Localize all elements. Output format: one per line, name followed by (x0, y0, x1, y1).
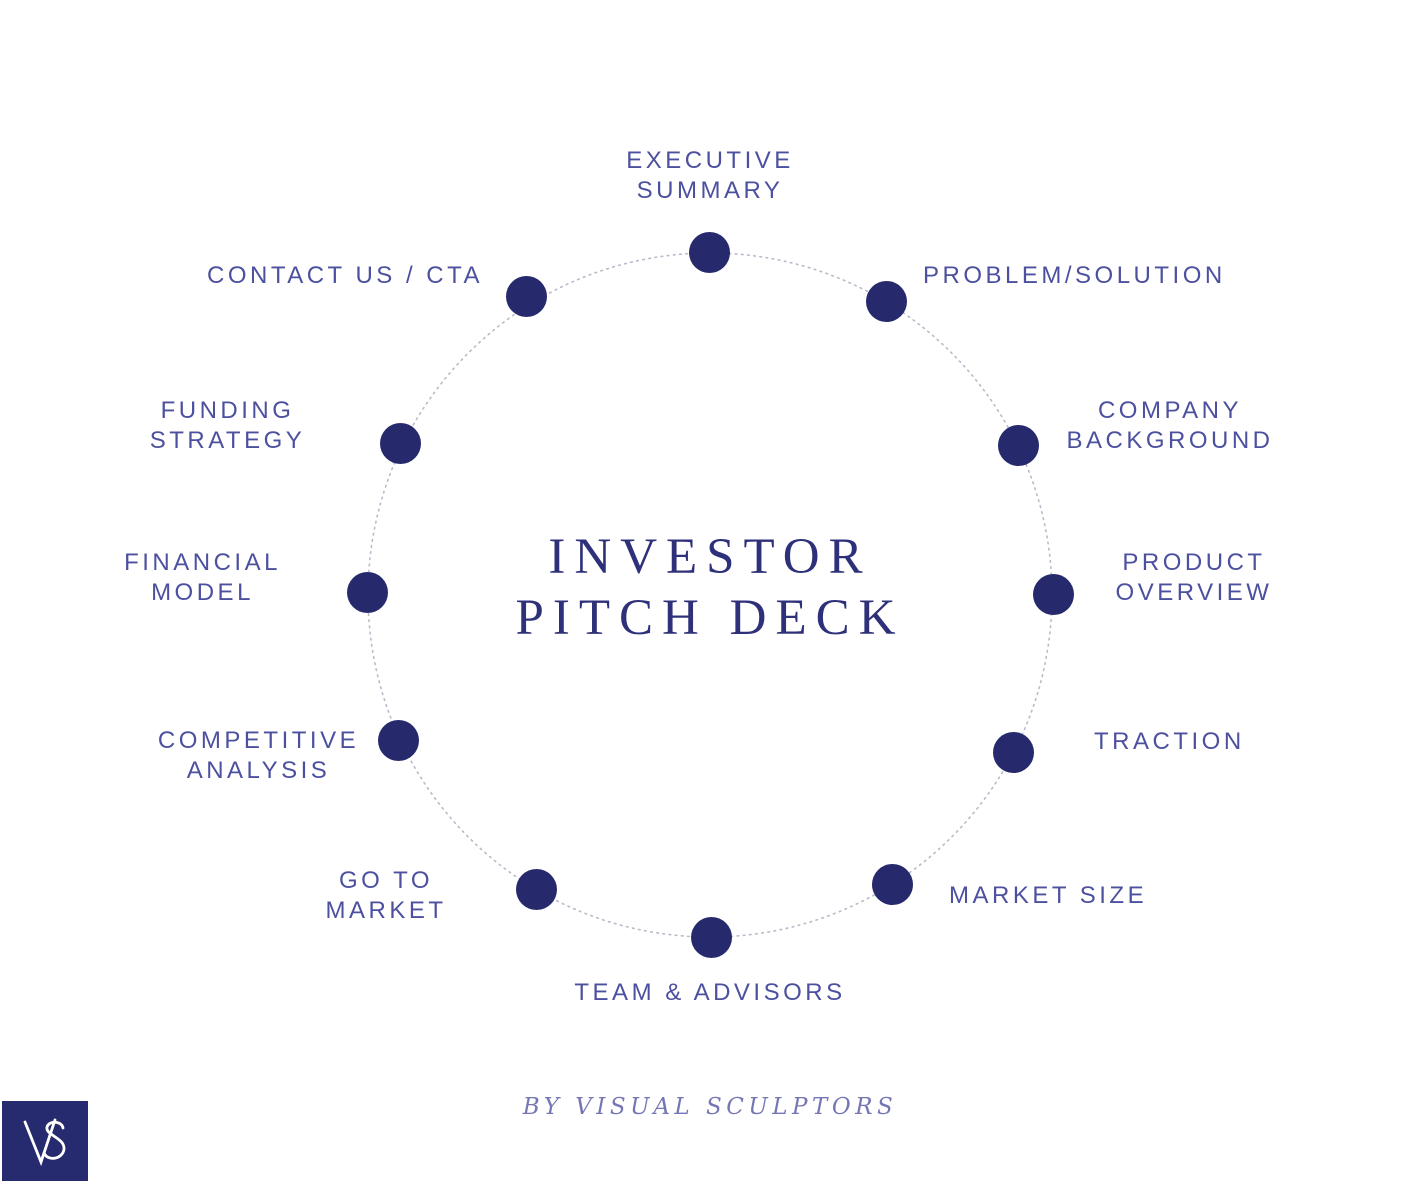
center-title-line1: INVESTOR (548, 529, 872, 585)
brand-logo (2, 1101, 88, 1181)
node-label-funding-strategy: FUNDING STRATEGY (149, 397, 306, 454)
node-dot-product-overview (1033, 574, 1074, 615)
node-dot-financial-model (347, 572, 388, 613)
node-label-company-background: COMPANY BACKGROUND (1066, 397, 1274, 454)
center-title-line2: PITCH DECK (515, 590, 905, 646)
node-dot-team-advisors (691, 917, 732, 958)
node-label-product-overview: PRODUCT OVERVIEW (1115, 549, 1273, 606)
node-label-contact-us-cta: CONTACT US / CTA (207, 262, 484, 289)
node-label-market-size: MARKET SIZE (949, 882, 1148, 909)
node-dot-problem-solution (866, 281, 907, 322)
node-dot-contact-us-cta (506, 276, 547, 317)
node-label-traction: TRACTION (1094, 728, 1245, 755)
node-label-competitive-analysis: COMPETITIVE ANALYSIS (157, 727, 360, 784)
node-dot-company-background (998, 425, 1039, 466)
node-label-go-to-market: GO TO MARKET (325, 867, 447, 924)
node-dot-go-to-market (516, 869, 557, 910)
center-title: INVESTOR PITCH DECK (410, 527, 1010, 649)
vs-monogram-icon (23, 1118, 66, 1167)
node-label-financial-model: FINANCIAL MODEL (124, 549, 281, 606)
node-label-executive-summary: EXECUTIVE SUMMARY (626, 147, 794, 204)
node-dot-traction (993, 732, 1034, 773)
node-dot-funding-strategy (380, 423, 421, 464)
node-label-problem-solution: PROBLEM/SOLUTION (923, 262, 1226, 289)
node-dot-executive-summary (689, 232, 730, 273)
credit-text: BY VISUAL SCULPTORS (522, 1094, 898, 1120)
node-dot-market-size (872, 864, 913, 905)
node-dot-competitive-analysis (378, 720, 419, 761)
node-label-team-advisors: TEAM & ADVISORS (574, 979, 846, 1006)
